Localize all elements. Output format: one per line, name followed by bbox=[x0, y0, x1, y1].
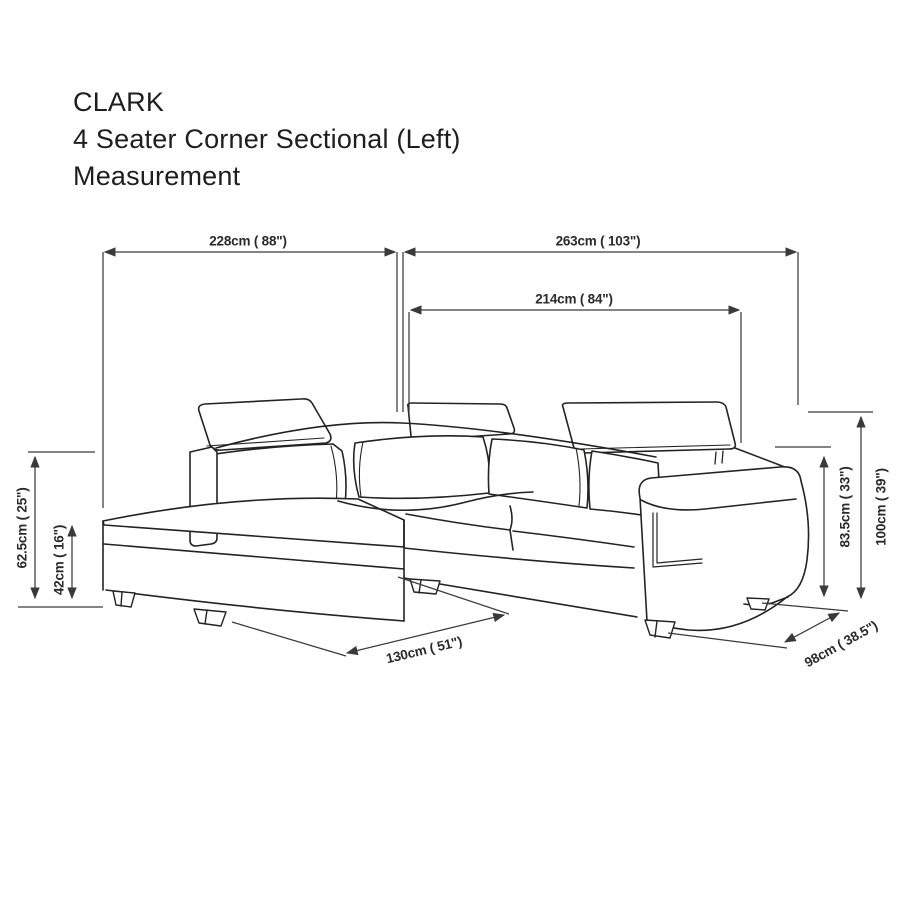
dim-label-back-height: 62.5cm ( 25") bbox=[14, 487, 30, 569]
base-bottom-edge bbox=[403, 577, 638, 618]
seat-cushions bbox=[403, 505, 635, 569]
title-block: CLARK 4 Seater Corner Sectional (Left) M… bbox=[73, 84, 461, 195]
dim-line-chaise-depth bbox=[345, 612, 506, 656]
dimension-lines bbox=[18, 247, 873, 657]
back-frame-top-edge bbox=[215, 421, 657, 458]
dim-line-sofa-depth bbox=[783, 612, 841, 643]
headrest-left bbox=[197, 398, 332, 451]
back-cushion bbox=[487, 438, 589, 509]
back-cushion bbox=[352, 435, 491, 500]
sofa-leg bbox=[112, 590, 136, 608]
product-name: CLARK bbox=[73, 87, 165, 117]
product-type: 4 Seater Corner Sectional (Left) bbox=[73, 124, 461, 154]
sofa-leg bbox=[120, 591, 123, 607]
sofa-leg bbox=[193, 608, 227, 627]
sofa-leg bbox=[654, 620, 658, 638]
dim-label-seat-height: 42cm ( 16") bbox=[51, 524, 67, 596]
diagram-label: Measurement bbox=[73, 161, 241, 191]
sofa-illustration bbox=[102, 398, 810, 639]
sofa-leg bbox=[418, 579, 422, 594]
headrest-middle bbox=[407, 402, 516, 441]
armrest-right bbox=[638, 465, 810, 632]
corner-seat-cushion bbox=[337, 491, 534, 512]
sofa-leg bbox=[746, 597, 770, 611]
dimension-extension-lines bbox=[18, 252, 873, 657]
dim-label-overall-width: 263cm ( 103") bbox=[555, 233, 641, 249]
dim-label-overall-height: 100cm ( 39") bbox=[873, 468, 889, 546]
back-frame-right-edge bbox=[734, 447, 791, 470]
dim-label-seat-section-width: 214cm ( 84") bbox=[535, 291, 613, 307]
chaise-section bbox=[102, 497, 405, 622]
dim-label-arm-height: 83.5cm ( 33") bbox=[837, 466, 853, 548]
sofa-leg bbox=[204, 609, 208, 625]
dim-label-chaise-side-width: 228cm ( 88") bbox=[209, 233, 287, 249]
sofa-leg bbox=[644, 619, 676, 639]
